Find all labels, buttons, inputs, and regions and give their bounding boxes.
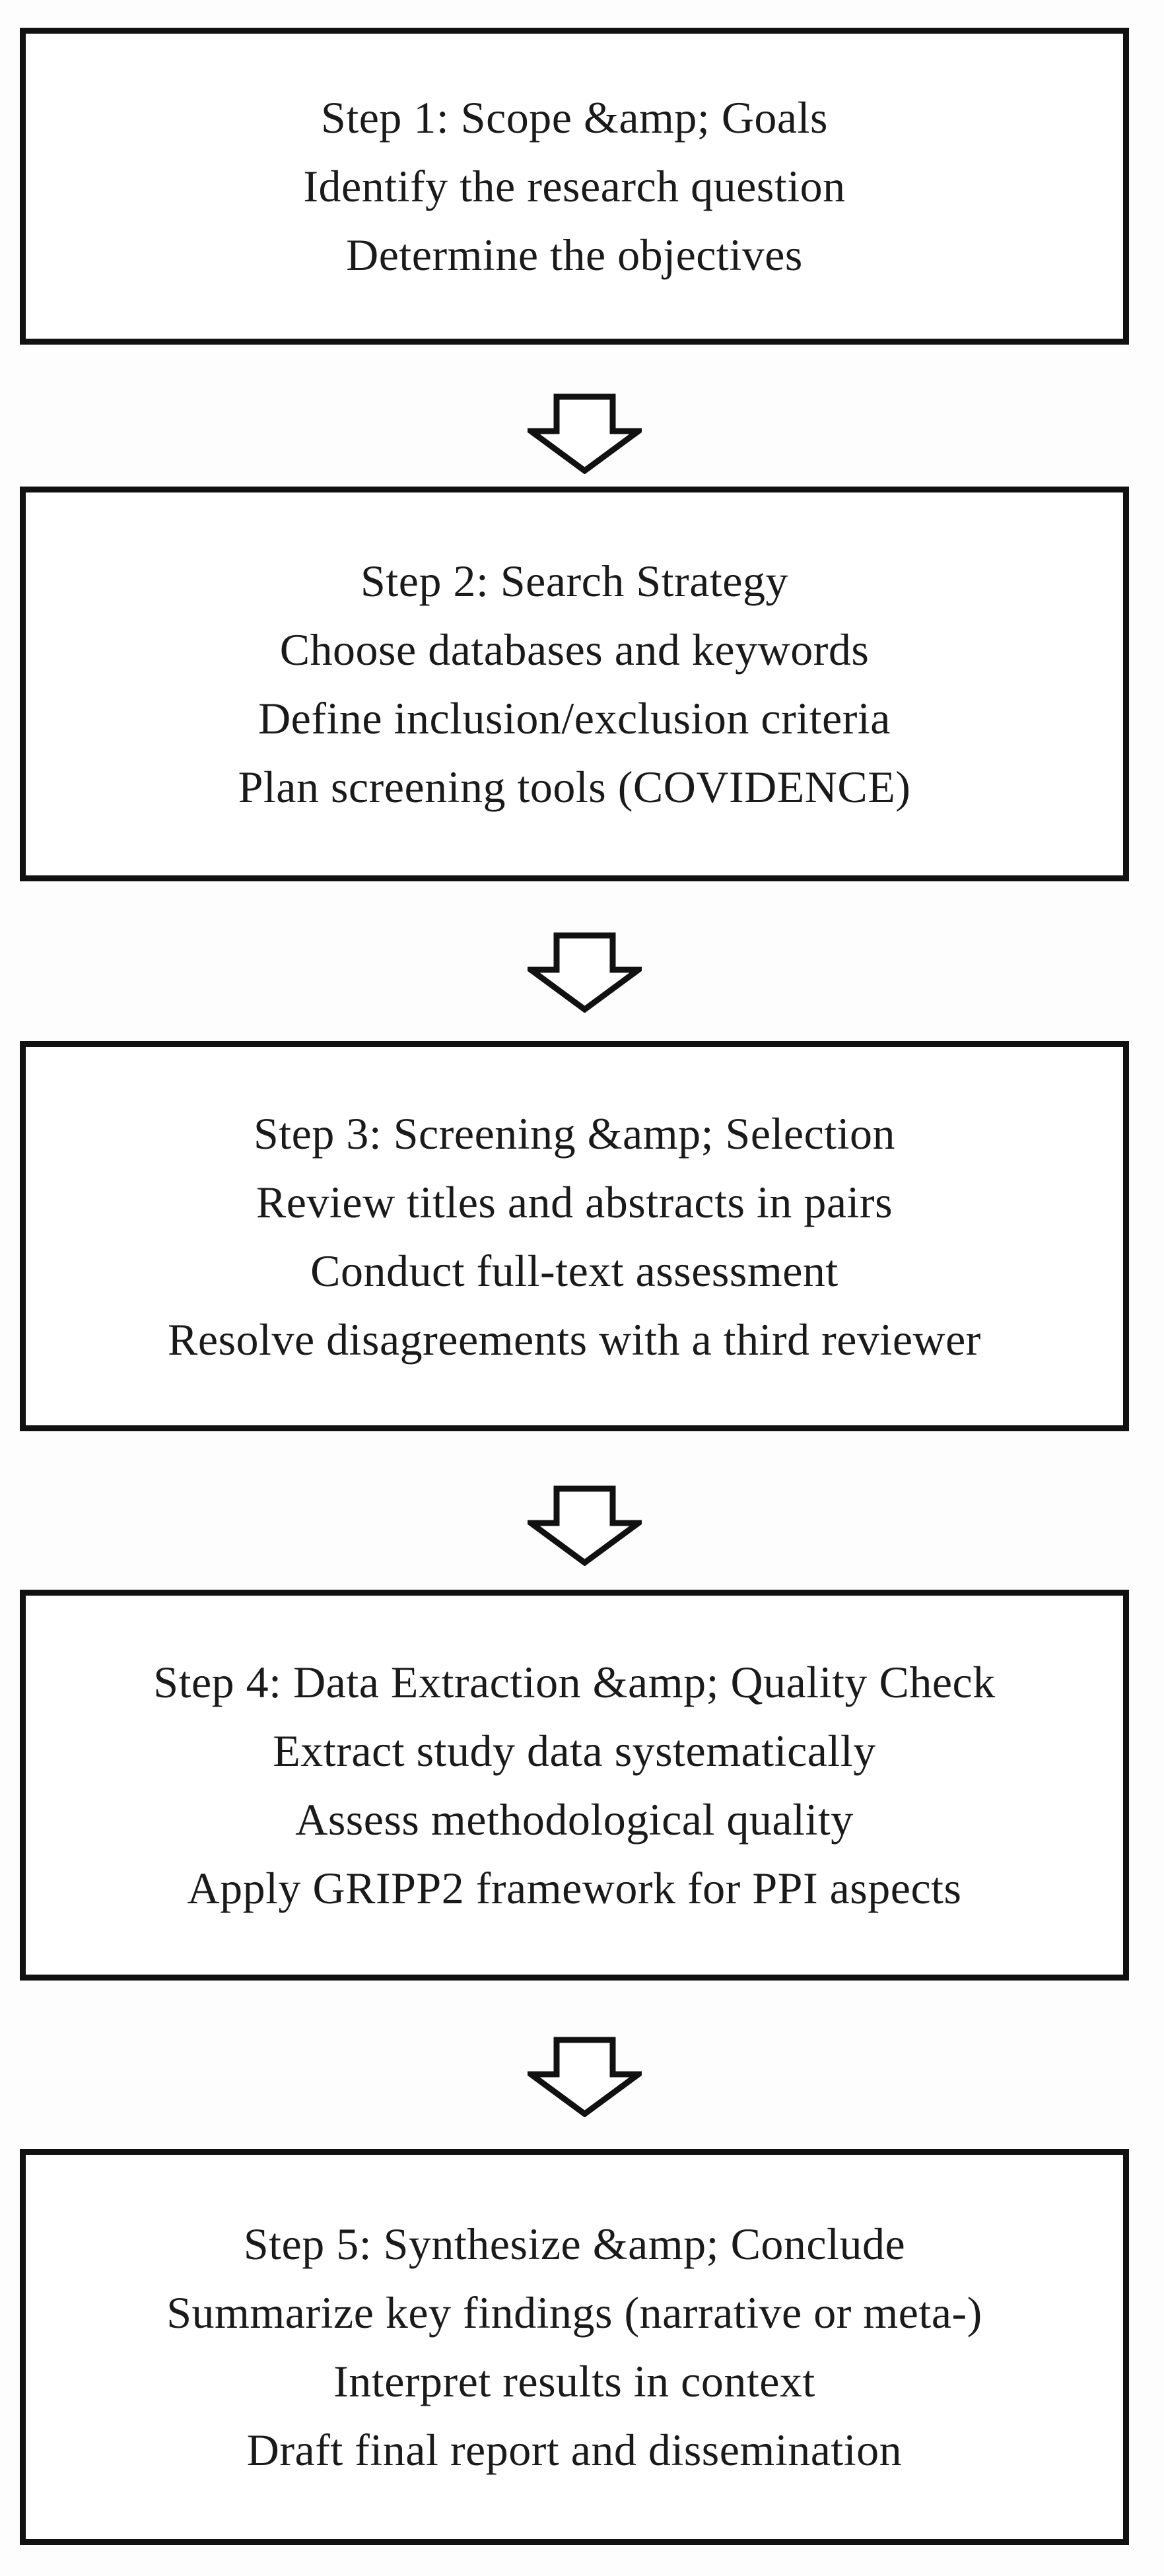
step-task: Extract study data systematically <box>273 1726 876 1776</box>
step-title: Step 4: Data Extraction &amp; Quality Ch… <box>153 1657 996 1707</box>
step-task: Review titles and abstracts in pairs <box>256 1176 893 1227</box>
step-box-2: Step 2: Search Strategy Choose databases… <box>20 487 1129 881</box>
down-arrow-icon <box>528 1485 642 1566</box>
step-task: Define inclusion/exclusion criteria <box>258 693 891 743</box>
step-box-4: Step 4: Data Extraction &amp; Quality Ch… <box>20 1590 1129 1981</box>
step-box-5: Step 5: Synthesize &amp; Conclude Summar… <box>20 2149 1129 2545</box>
step-task: Apply GRIPP2 framework for PPI aspects <box>187 1863 962 1913</box>
step-task: Summarize key findings (narrative or met… <box>166 2288 982 2338</box>
down-arrow-icon <box>528 2037 642 2117</box>
step-title: Step 5: Synthesize &amp; Conclude <box>243 2219 906 2269</box>
step-title: Step 3: Screening &amp; Selection <box>253 1108 896 1159</box>
step-task: Choose databases and keywords <box>279 625 870 675</box>
step-task: Plan screening tools (COVIDENCE) <box>238 762 911 812</box>
step-task: Determine the objectives <box>346 230 803 280</box>
step-task: Conduct full-text assessment <box>310 1245 839 1296</box>
step-task: Interpret results in context <box>333 2356 815 2406</box>
step-task: Resolve disagreements with a third revie… <box>168 1314 981 1365</box>
down-arrow-icon <box>528 393 642 474</box>
step-box-1: Step 1: Scope &amp; Goals Identify the r… <box>20 28 1129 345</box>
step-task: Identify the research question <box>303 161 846 211</box>
step-task: Assess methodological quality <box>295 1794 854 1845</box>
step-title: Step 2: Search Strategy <box>360 556 788 606</box>
step-title: Step 1: Scope &amp; Goals <box>321 92 828 143</box>
step-task: Draft final report and dissemination <box>246 2425 903 2475</box>
step-box-3: Step 3: Screening &amp; Selection Review… <box>20 1041 1129 1431</box>
down-arrow-icon <box>528 932 642 1013</box>
